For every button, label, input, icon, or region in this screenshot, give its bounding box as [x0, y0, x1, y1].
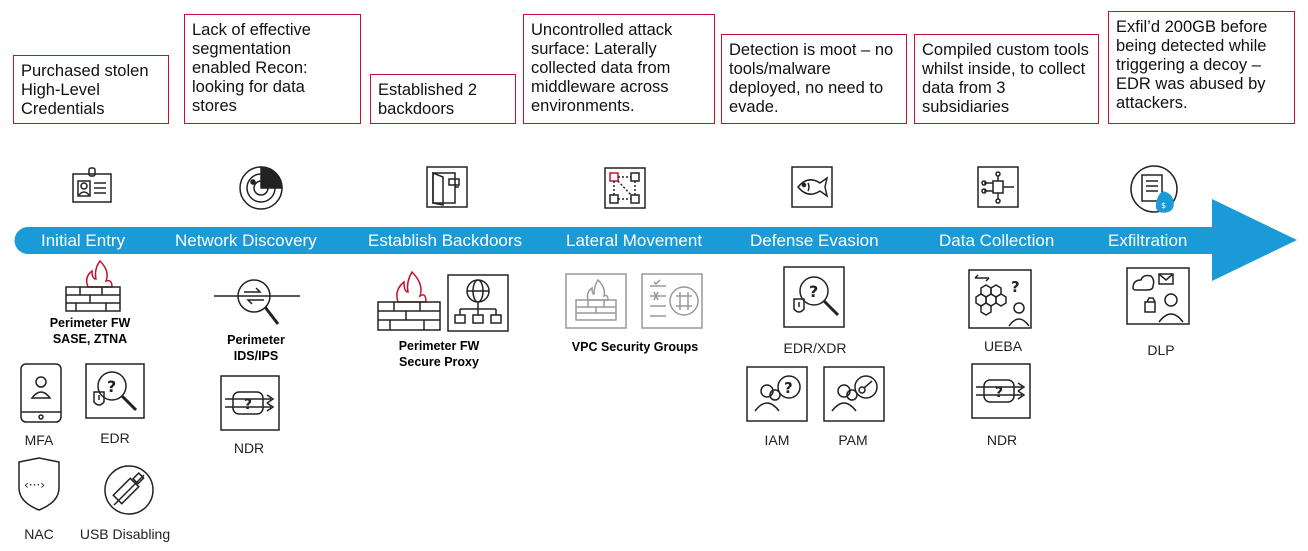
label-vpc-security-groups: VPC Security Groups [571, 340, 699, 354]
label-iam: IAM [764, 432, 790, 448]
firewall-fire-icon [62, 257, 124, 313]
svg-text:?: ? [809, 282, 818, 301]
svg-text:‹···›: ‹···› [24, 478, 45, 492]
id-badge-icon [70, 165, 114, 209]
label-perimeter-fw-proxy: Perimeter FW Secure Proxy [398, 339, 480, 369]
label-ndr-2: NDR [986, 432, 1018, 448]
ndr-icon-1: ? [219, 374, 281, 432]
svg-text:?: ? [995, 385, 1003, 401]
mobile-phone-icon [19, 362, 63, 424]
network-map-icon [603, 166, 647, 210]
stage-establish-backdoors: Establish Backdoors [368, 231, 523, 250]
label-ndr-1: NDR [233, 440, 265, 456]
ids-magnifier-icon [214, 272, 304, 330]
stage-network-discovery: Network Discovery [175, 231, 317, 250]
iam-user-icon: ? [745, 365, 809, 423]
backdoor-icon [425, 165, 469, 209]
label-nac: NAC [24, 526, 54, 542]
vpc-firewall-icon [564, 272, 628, 330]
label-edr: EDR [100, 430, 130, 446]
edr-search-icon: ? [84, 362, 146, 420]
dlp-icon [1125, 266, 1191, 326]
note-establish-backdoors: Established 2 backdoors [370, 74, 516, 124]
stage-initial-entry: Initial Entry [41, 231, 126, 250]
stage-data-collection: Data Collection [939, 231, 1055, 250]
label-pam: PAM [838, 432, 868, 448]
data-collection-icon [976, 165, 1020, 209]
svg-text:?: ? [107, 377, 116, 396]
svg-text:?: ? [1011, 278, 1020, 296]
ueba-hex-icon: ? [967, 268, 1033, 330]
svg-text:?: ? [784, 379, 793, 397]
label-perimeter-fw-sase: Perimeter FW SASE, ZTNA [49, 316, 131, 346]
svg-text:?: ? [244, 397, 252, 413]
note-data-collection: Compiled custom tools whilst inside, to … [914, 34, 1099, 124]
proxy-globe-icon [446, 273, 510, 333]
note-lateral-movement: Uncontrolled attack surface: Laterally c… [523, 14, 715, 124]
usb-drive-icon [102, 463, 156, 517]
stage-lateral-movement: Lateral Movement [566, 231, 703, 250]
fish-icon [790, 165, 834, 209]
note-network-discovery: Lack of effective segmentation enabled R… [184, 14, 361, 124]
pam-key-icon [822, 365, 886, 423]
edr-xdr-icon: ? [782, 265, 846, 329]
stage-defense-evasion: Defense Evasion [750, 231, 879, 250]
label-edr-xdr: EDR/XDR [783, 340, 847, 356]
stage-exfiltration: Exfiltration [1108, 231, 1188, 250]
firewall-icon-2 [376, 270, 442, 332]
label-ueba: UEBA [983, 338, 1023, 354]
label-perimeter-ids: Perimeter IDS/IPS [227, 333, 285, 363]
shield-code-icon: ‹···› [15, 456, 63, 512]
note-defense-evasion: Detection is moot – no tools/malware dep… [721, 34, 907, 124]
ndr-icon-2: ? [970, 362, 1032, 420]
label-usb-disabling: USB Disabling [79, 526, 171, 542]
label-dlp: DLP [1147, 342, 1175, 358]
svg-text:$: $ [1161, 201, 1166, 210]
note-initial-entry: Purchased stolen High-Level Credentials [13, 55, 169, 124]
radar-icon [237, 164, 285, 212]
exfiltration-icon: $ [1129, 164, 1183, 216]
vpc-rules-icon [640, 272, 704, 330]
note-exfiltration: Exfil’d 200GB before being detected whil… [1108, 11, 1295, 124]
label-mfa: MFA [24, 432, 54, 448]
